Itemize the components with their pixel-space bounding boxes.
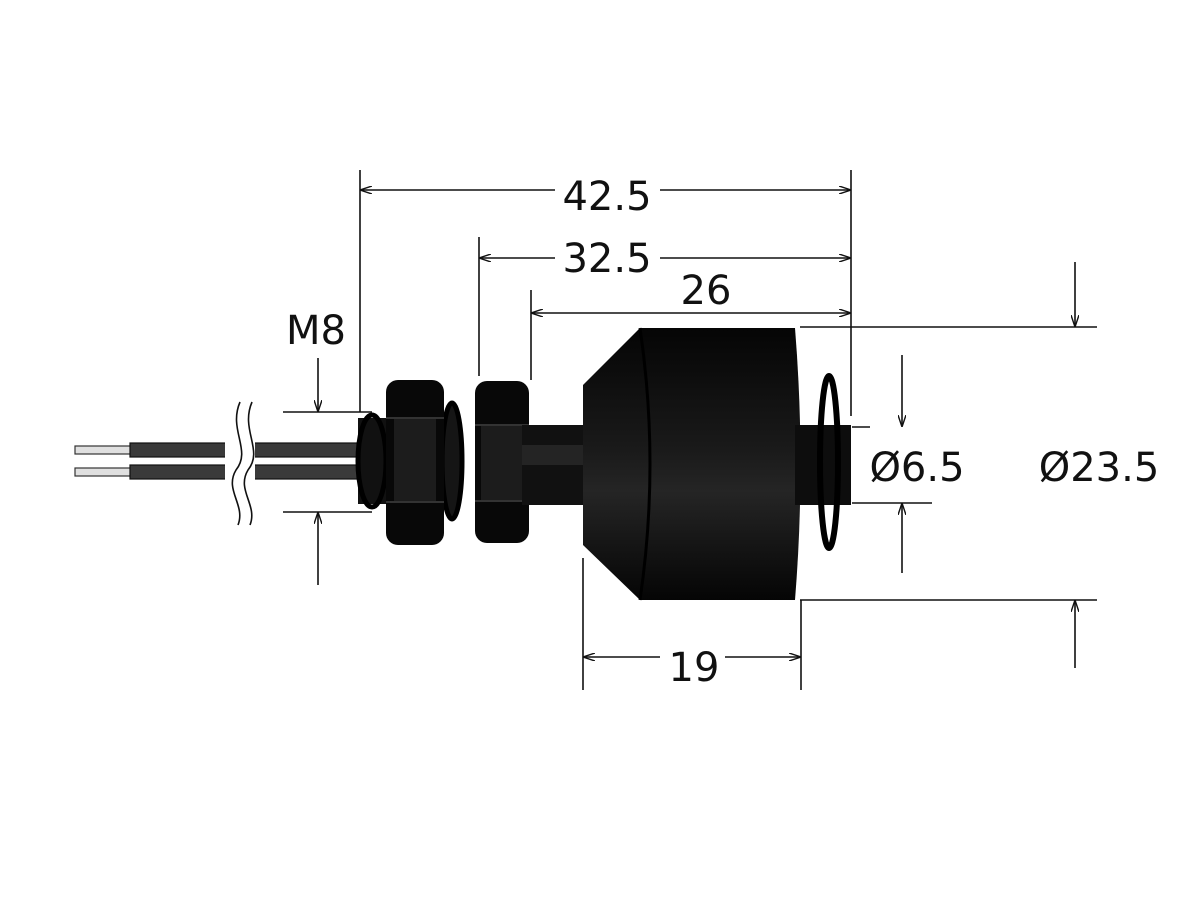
dim-label-thread: M8 (286, 308, 346, 354)
dimension-lines (318, 190, 1075, 668)
dim-label-shaft-diameter: Ø6.5 (869, 445, 964, 491)
dim-label-overall-length: 42.5 (562, 174, 651, 220)
dim-label-length-from-shaft: 26 (681, 268, 732, 314)
dim-label-length-from-nut: 32.5 (562, 236, 651, 282)
shaft-highlight (522, 445, 592, 465)
hex-nut-2 (475, 381, 529, 543)
dim-label-float-diameter: Ø23.5 (1039, 445, 1160, 491)
hex-nut-1 (386, 380, 444, 545)
dim-label-float-length: 19 (669, 645, 720, 691)
retaining-clip (817, 373, 841, 551)
extension-lines (283, 170, 1097, 690)
cable-wires (74, 400, 366, 530)
float-body (583, 327, 801, 601)
